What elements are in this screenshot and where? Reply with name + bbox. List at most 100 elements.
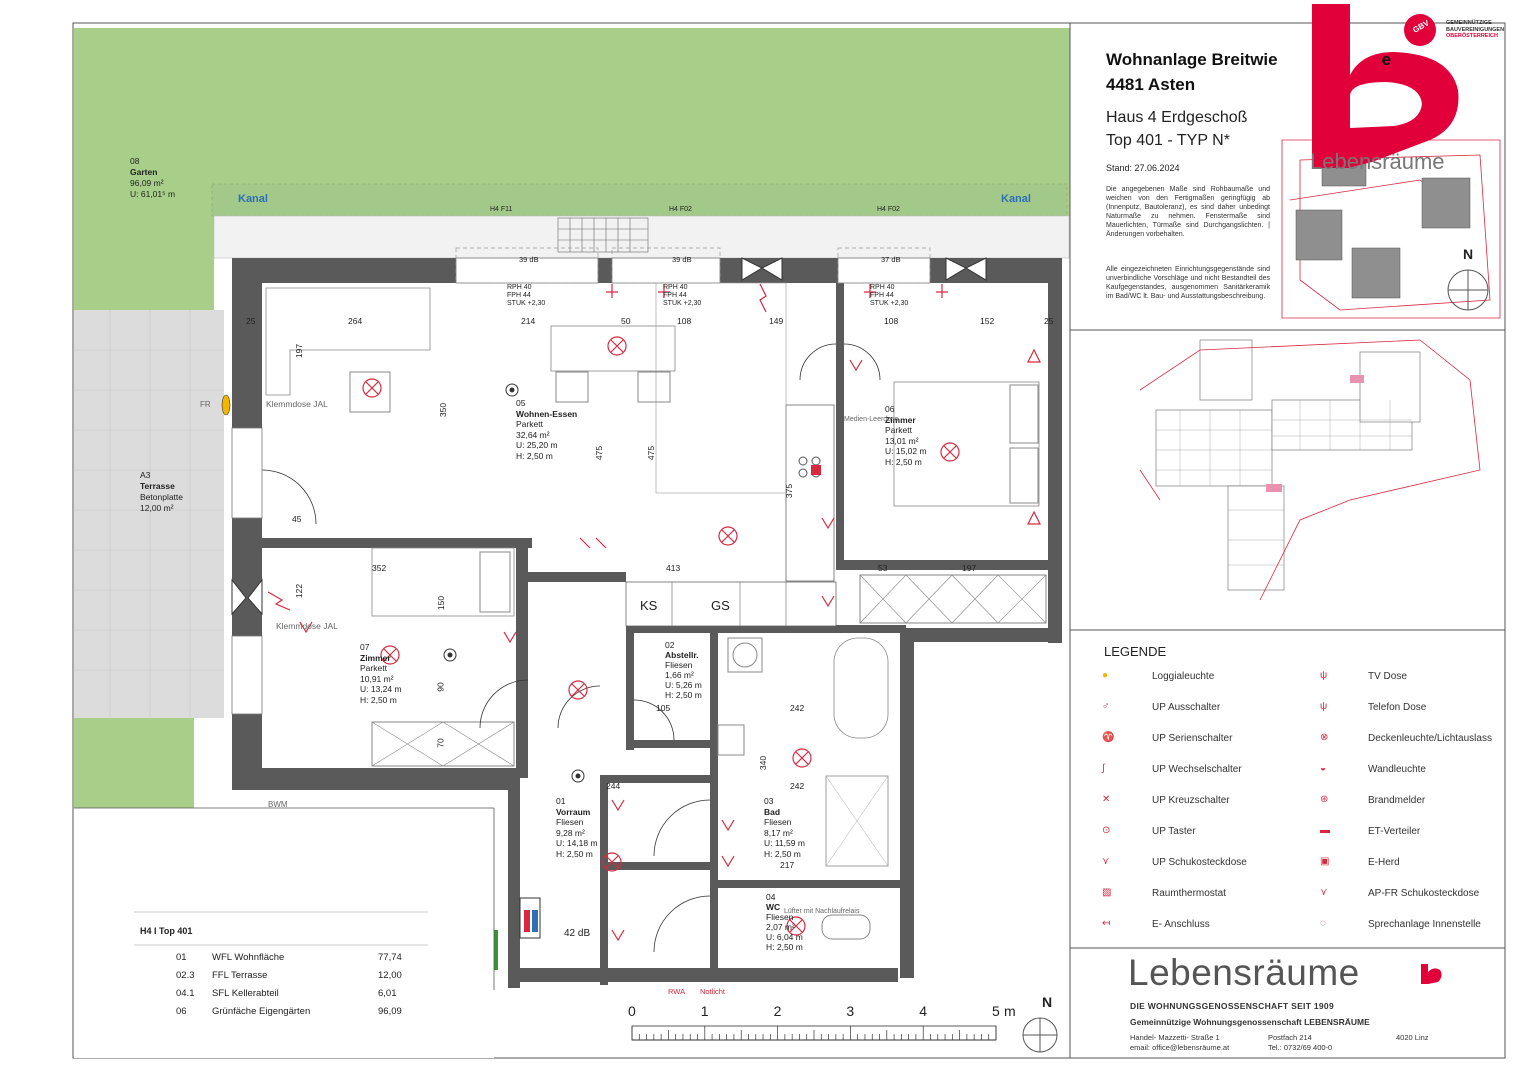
room-floor: Fliesen bbox=[665, 660, 693, 670]
project-title-line1-end: e bbox=[1381, 50, 1392, 69]
dim-340: 340 bbox=[758, 755, 769, 771]
room-name: Vorraum bbox=[556, 806, 591, 817]
legend-label: Wandleuchte bbox=[1368, 764, 1426, 775]
kanal-label-left: Kanal bbox=[238, 193, 268, 205]
legend-label: ET-Verteiler bbox=[1368, 826, 1421, 837]
stand-date: Stand: 27.06.2024 bbox=[1106, 163, 1180, 173]
room-perimeter: U: 61,01⁵ m bbox=[130, 189, 176, 199]
dim-108-b: 108 bbox=[884, 316, 899, 326]
project-title-line2: 4481 Asten bbox=[1106, 75, 1196, 94]
r-legend-icon-7: ⋎ bbox=[1320, 887, 1328, 898]
room-number: 08 bbox=[130, 156, 140, 166]
medien-leerdose-label: Medien-Leerdose bbox=[844, 416, 899, 423]
legend-label: UP Wechselschalter bbox=[1152, 764, 1242, 775]
room-height: H: 2,50 m bbox=[556, 848, 593, 859]
dim-352: 352 bbox=[372, 563, 387, 573]
klemmdose-label-2: Klemmdose JAL bbox=[276, 621, 338, 631]
room-area: 10,91 m² bbox=[360, 673, 394, 684]
room-number: 04 bbox=[766, 892, 776, 902]
area-row-label: SFL Kellerabteil bbox=[212, 988, 279, 999]
room-perimeter: U: 11,59 m bbox=[764, 838, 805, 848]
dim-152: 152 bbox=[980, 316, 995, 326]
north-label: N bbox=[1042, 994, 1053, 1010]
window-label-f02-b: H4 F02 bbox=[877, 206, 900, 213]
dim-242: 242 bbox=[790, 703, 805, 713]
stuk-label: STUK +2,30 bbox=[663, 300, 702, 307]
dim-197-b: 197 bbox=[962, 563, 977, 573]
dim-475: 475 bbox=[594, 445, 605, 461]
room-height: H: 2,50 m bbox=[766, 942, 803, 952]
dim-244: 244 bbox=[606, 781, 621, 791]
area-row-label: WFL Wohnfläche bbox=[212, 952, 285, 963]
legend-label: UP Taster bbox=[1152, 826, 1196, 837]
footer-city: 4020 Linz bbox=[1396, 1033, 1429, 1042]
room-wc: 04 WC Fliesen 2,07 m² U: 6,04 m H: 2,50 … bbox=[766, 892, 803, 952]
room-height: H: 2,50 m bbox=[665, 690, 702, 700]
window-label-f11: H4 F11 bbox=[490, 206, 513, 213]
room-area: 32,64 m² bbox=[516, 429, 550, 440]
db42-label: 42 dB bbox=[564, 928, 591, 939]
room-height: H: 2,50 m bbox=[885, 456, 922, 467]
dim-264: 264 bbox=[348, 316, 363, 326]
room-area: 2,07 m² bbox=[766, 922, 795, 932]
room-floor: Parkett bbox=[360, 663, 387, 673]
fph-label: FPH 44 bbox=[870, 292, 894, 299]
footer-address-block: Handel- Mazzetti- Straße 1 email: office… bbox=[1130, 1033, 1229, 1052]
dim-108: 108 bbox=[677, 316, 692, 326]
legend-label: UP Ausschalter bbox=[1152, 702, 1221, 713]
dim-375: 375 bbox=[784, 483, 795, 499]
unit-title: Haus 4 Erdgeschoß Top 401 - TYP N* bbox=[1106, 106, 1247, 152]
db39-label: 39 dB bbox=[519, 255, 539, 264]
footer-brand: Lebensräume bbox=[1128, 952, 1360, 993]
area-row-value: 77,74 bbox=[378, 952, 402, 963]
room-number: 03 bbox=[764, 796, 774, 806]
room-floor: Fliesen bbox=[766, 912, 794, 922]
stuk-label: STUK +2,30 bbox=[507, 300, 546, 307]
area-row-value: 96,09 bbox=[378, 1006, 402, 1017]
room-floor: Parkett bbox=[516, 419, 543, 429]
site-brand-text: Lebensräume bbox=[1310, 149, 1445, 174]
room-area: 1,66 m² bbox=[665, 670, 694, 680]
dim-217: 217 bbox=[780, 860, 795, 870]
room-area: 9,28 m² bbox=[556, 827, 585, 838]
room-perimeter: U: 5,26 m bbox=[665, 680, 702, 690]
dim-45: 45 bbox=[292, 514, 302, 524]
legend-label: Loggialeuchte bbox=[1152, 671, 1215, 682]
terrace-area bbox=[74, 310, 224, 718]
room-floor: Parkett bbox=[885, 425, 912, 435]
legend-label: AP-FR Schukosteckdose bbox=[1368, 888, 1480, 899]
ks-label: KS bbox=[640, 598, 658, 613]
room-area: 96,09 m² bbox=[130, 178, 164, 188]
l-legend-icon-7: ▨ bbox=[1102, 887, 1112, 898]
footer-address: Handel- Mazzetti- Straße 1 bbox=[1130, 1033, 1220, 1042]
room-name: WC bbox=[766, 902, 781, 912]
area-row-code: 04.1 bbox=[176, 988, 195, 999]
fph-label: FPH 44 bbox=[507, 292, 531, 299]
dim-242-b: 242 bbox=[790, 781, 805, 791]
r-legend-icon-6: ▣ bbox=[1320, 856, 1330, 867]
unit-floor: Haus 4 Erdgeschoß bbox=[1106, 109, 1248, 126]
scale-tick-label: 5 bbox=[992, 1003, 1000, 1019]
room-name: Bad bbox=[764, 806, 781, 817]
dim-105: 105 bbox=[656, 703, 671, 713]
fph-label: FPH 44 bbox=[663, 292, 687, 299]
footer-postfach: Postfach 214 bbox=[1268, 1033, 1312, 1042]
rph-label: RPH 40 bbox=[507, 284, 532, 291]
luefter-label: Lüfter mit Nachlaufrelais bbox=[784, 908, 860, 915]
unit-top: Top 401 - TYP N* bbox=[1106, 132, 1230, 149]
scale-tick-label: 2 bbox=[773, 1003, 782, 1019]
db37-label: 37 dB bbox=[881, 255, 901, 264]
dim-150: 150 bbox=[436, 595, 447, 611]
r-legend-icon-8: ◌ bbox=[1320, 918, 1326, 929]
gbv-line2: BAUVEREINIGUNGEN bbox=[1446, 26, 1505, 33]
gbv-text: GEMEINNÜTZIGE BAUVEREINIGUNGEN OBERÖSTER… bbox=[1446, 20, 1504, 40]
room-height: H: 2,50 m bbox=[764, 848, 801, 859]
legend-label: E- Anschluss bbox=[1152, 919, 1210, 930]
r-legend-icon-5: ▬ bbox=[1320, 825, 1330, 836]
rph-label: RPH 40 bbox=[870, 284, 895, 291]
scale-unit: m bbox=[1004, 1003, 1016, 1019]
room-area: 13,01 m² bbox=[885, 435, 919, 446]
dim-413: 413 bbox=[666, 563, 681, 573]
